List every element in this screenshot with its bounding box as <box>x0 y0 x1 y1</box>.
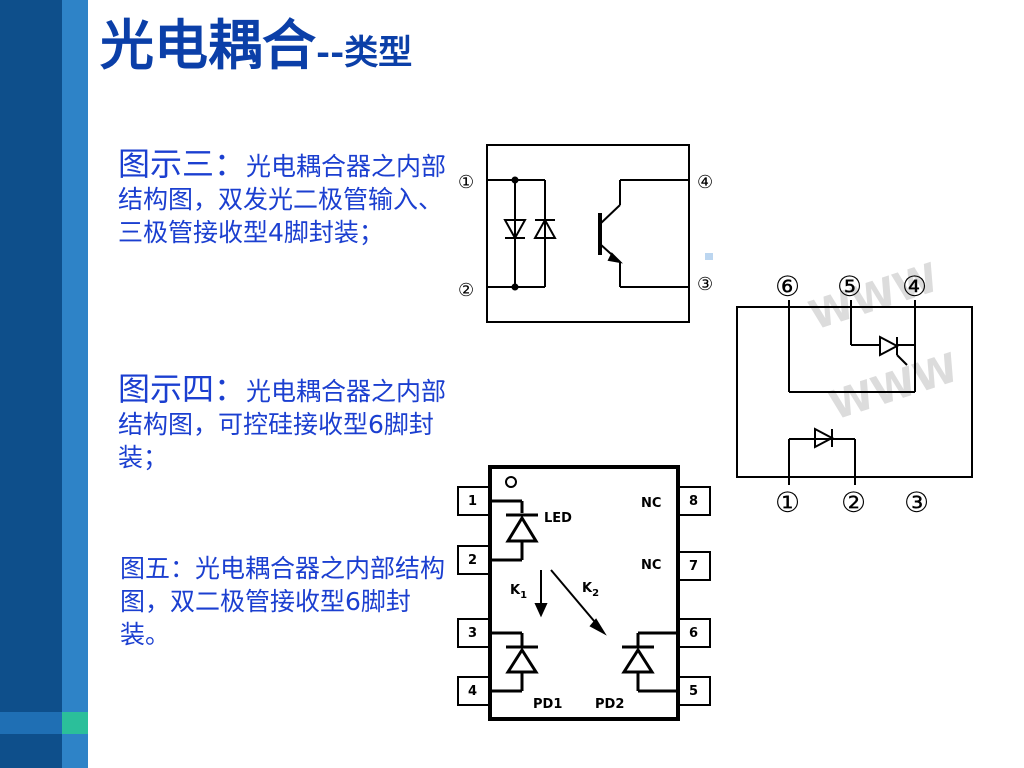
thyristor-icon <box>879 335 900 357</box>
photodiode-2-icon <box>621 647 655 674</box>
led-diode-icon <box>505 515 539 543</box>
pin-label: ① <box>458 172 474 193</box>
paragraph-text: 光电耦合器之内部结构图，可控硅接收型6脚封装； <box>118 377 447 472</box>
paragraph-lead: 图示三： <box>118 145 247 183</box>
diagram-figure5 <box>457 465 711 721</box>
svg-text:WWW: WWW <box>824 345 964 430</box>
pin-number: 4 <box>468 684 477 699</box>
k2-label: K2 <box>582 581 599 599</box>
left-bar-green-accent <box>62 712 88 734</box>
led-diode-down-icon <box>503 219 527 241</box>
nc-label: NC <box>641 496 661 511</box>
pin-number: 7 <box>689 559 698 574</box>
paragraph-figure5: 图五：光电耦合器之内部结构图，双二极管接收型6脚封装。 <box>120 552 450 651</box>
nc-label: NC <box>641 558 661 573</box>
pin-label: ④ <box>902 270 927 303</box>
left-bar-accent <box>0 712 62 734</box>
pin-number: 2 <box>468 553 477 568</box>
diagram-figure3-pins: ① ② ④ ③ <box>458 172 713 301</box>
paragraph-figure4: 图示四：光电耦合器之内部结构图，可控硅接收型6脚封装； <box>118 373 448 474</box>
paragraph-text: 图五：光电耦合器之内部结构图，双二极管接收型6脚封装。 <box>120 554 446 649</box>
diagram-figure4-pins: ⑥ ⑤ ④ ① ② ③ <box>775 270 929 519</box>
chip-body <box>488 465 680 721</box>
diagram-figure3 <box>486 144 713 323</box>
k1-label: K1 <box>510 583 527 601</box>
pin-number: 6 <box>689 626 698 641</box>
led-diode-icon <box>814 427 835 449</box>
pin-label: ② <box>841 486 866 519</box>
pin1-marker-icon <box>505 476 517 488</box>
k2-arrow-icon <box>550 569 601 629</box>
photodiode-1-icon <box>505 647 539 674</box>
pin-label: ② <box>458 280 474 301</box>
left-bar-light <box>62 0 88 768</box>
pin-label: ⑤ <box>837 270 862 303</box>
watermark: WWW WWW <box>804 255 964 430</box>
pin-label: ⑥ <box>775 270 800 303</box>
slide-title-main: 光电耦合 <box>100 13 316 77</box>
slide-title: 光电耦合--类型 <box>100 18 412 72</box>
led-diode-up-icon <box>533 217 557 239</box>
pin-label: ③ <box>697 274 713 295</box>
pin-label: ① <box>775 486 800 519</box>
slide-title-sub: --类型 <box>316 33 413 73</box>
pin-number: 1 <box>468 494 477 509</box>
pin-box <box>677 551 711 581</box>
diagram-figure4 <box>736 300 973 485</box>
pin-label: ④ <box>697 172 713 193</box>
pin-number: 3 <box>468 626 477 641</box>
pd2-label: PD2 <box>595 697 624 712</box>
pin-box <box>677 486 711 516</box>
pin-number: 8 <box>689 494 698 509</box>
paragraph-lead: 图示四： <box>118 370 247 408</box>
led-label: LED <box>544 511 572 526</box>
paragraph-figure3: 图示三：光电耦合器之内部结构图，双发光二极管输入、三极管接收型4脚封装； <box>118 148 448 249</box>
package-outline <box>486 144 690 323</box>
pin-label: ③ <box>904 486 929 519</box>
paragraph-text: 光电耦合器之内部结构图，双发光二极管输入、三极管接收型4脚封装； <box>118 152 447 247</box>
transistor-emitter-arrow-icon <box>607 252 623 264</box>
diagram-figure5-labels: 1 2 3 4 8 7 6 5 NC NC LED PD1 PD2 K1 K2 <box>468 494 698 712</box>
pin-number: 5 <box>689 684 698 699</box>
left-bar-dark <box>0 0 62 768</box>
pd1-label: PD1 <box>533 697 562 712</box>
